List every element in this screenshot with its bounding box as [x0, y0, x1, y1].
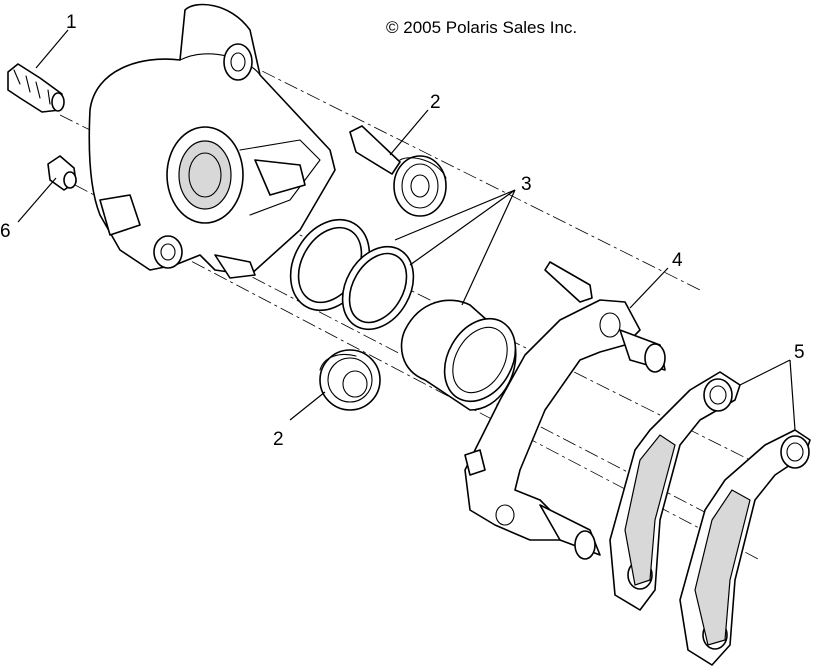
part-2-upper-boot [349, 125, 447, 217]
callout-4: 4 [672, 250, 683, 271]
caliper-body [88, 3, 336, 279]
part-6-plug [47, 155, 77, 191]
part-1-bleeder-screw [7, 63, 65, 113]
part-3-piston [400, 299, 517, 411]
leader-lines [17, 29, 796, 431]
callout-2-top: 2 [430, 92, 441, 113]
callout-1: 1 [66, 12, 77, 33]
part-5-brake-pad-outer [679, 429, 811, 666]
part-4-caliper-bracket [464, 261, 666, 560]
part-2-lower-boot [319, 349, 381, 411]
copyright-notice: © 2005 Polaris Sales Inc. [386, 18, 577, 37]
part-5-brake-pad-inner [609, 371, 741, 611]
callout-6: 6 [0, 221, 11, 242]
callout-5: 5 [794, 342, 805, 363]
callout-3: 3 [521, 174, 532, 195]
callout-2-bottom: 2 [273, 429, 284, 450]
part-3-piston-seal-inner [341, 245, 415, 331]
